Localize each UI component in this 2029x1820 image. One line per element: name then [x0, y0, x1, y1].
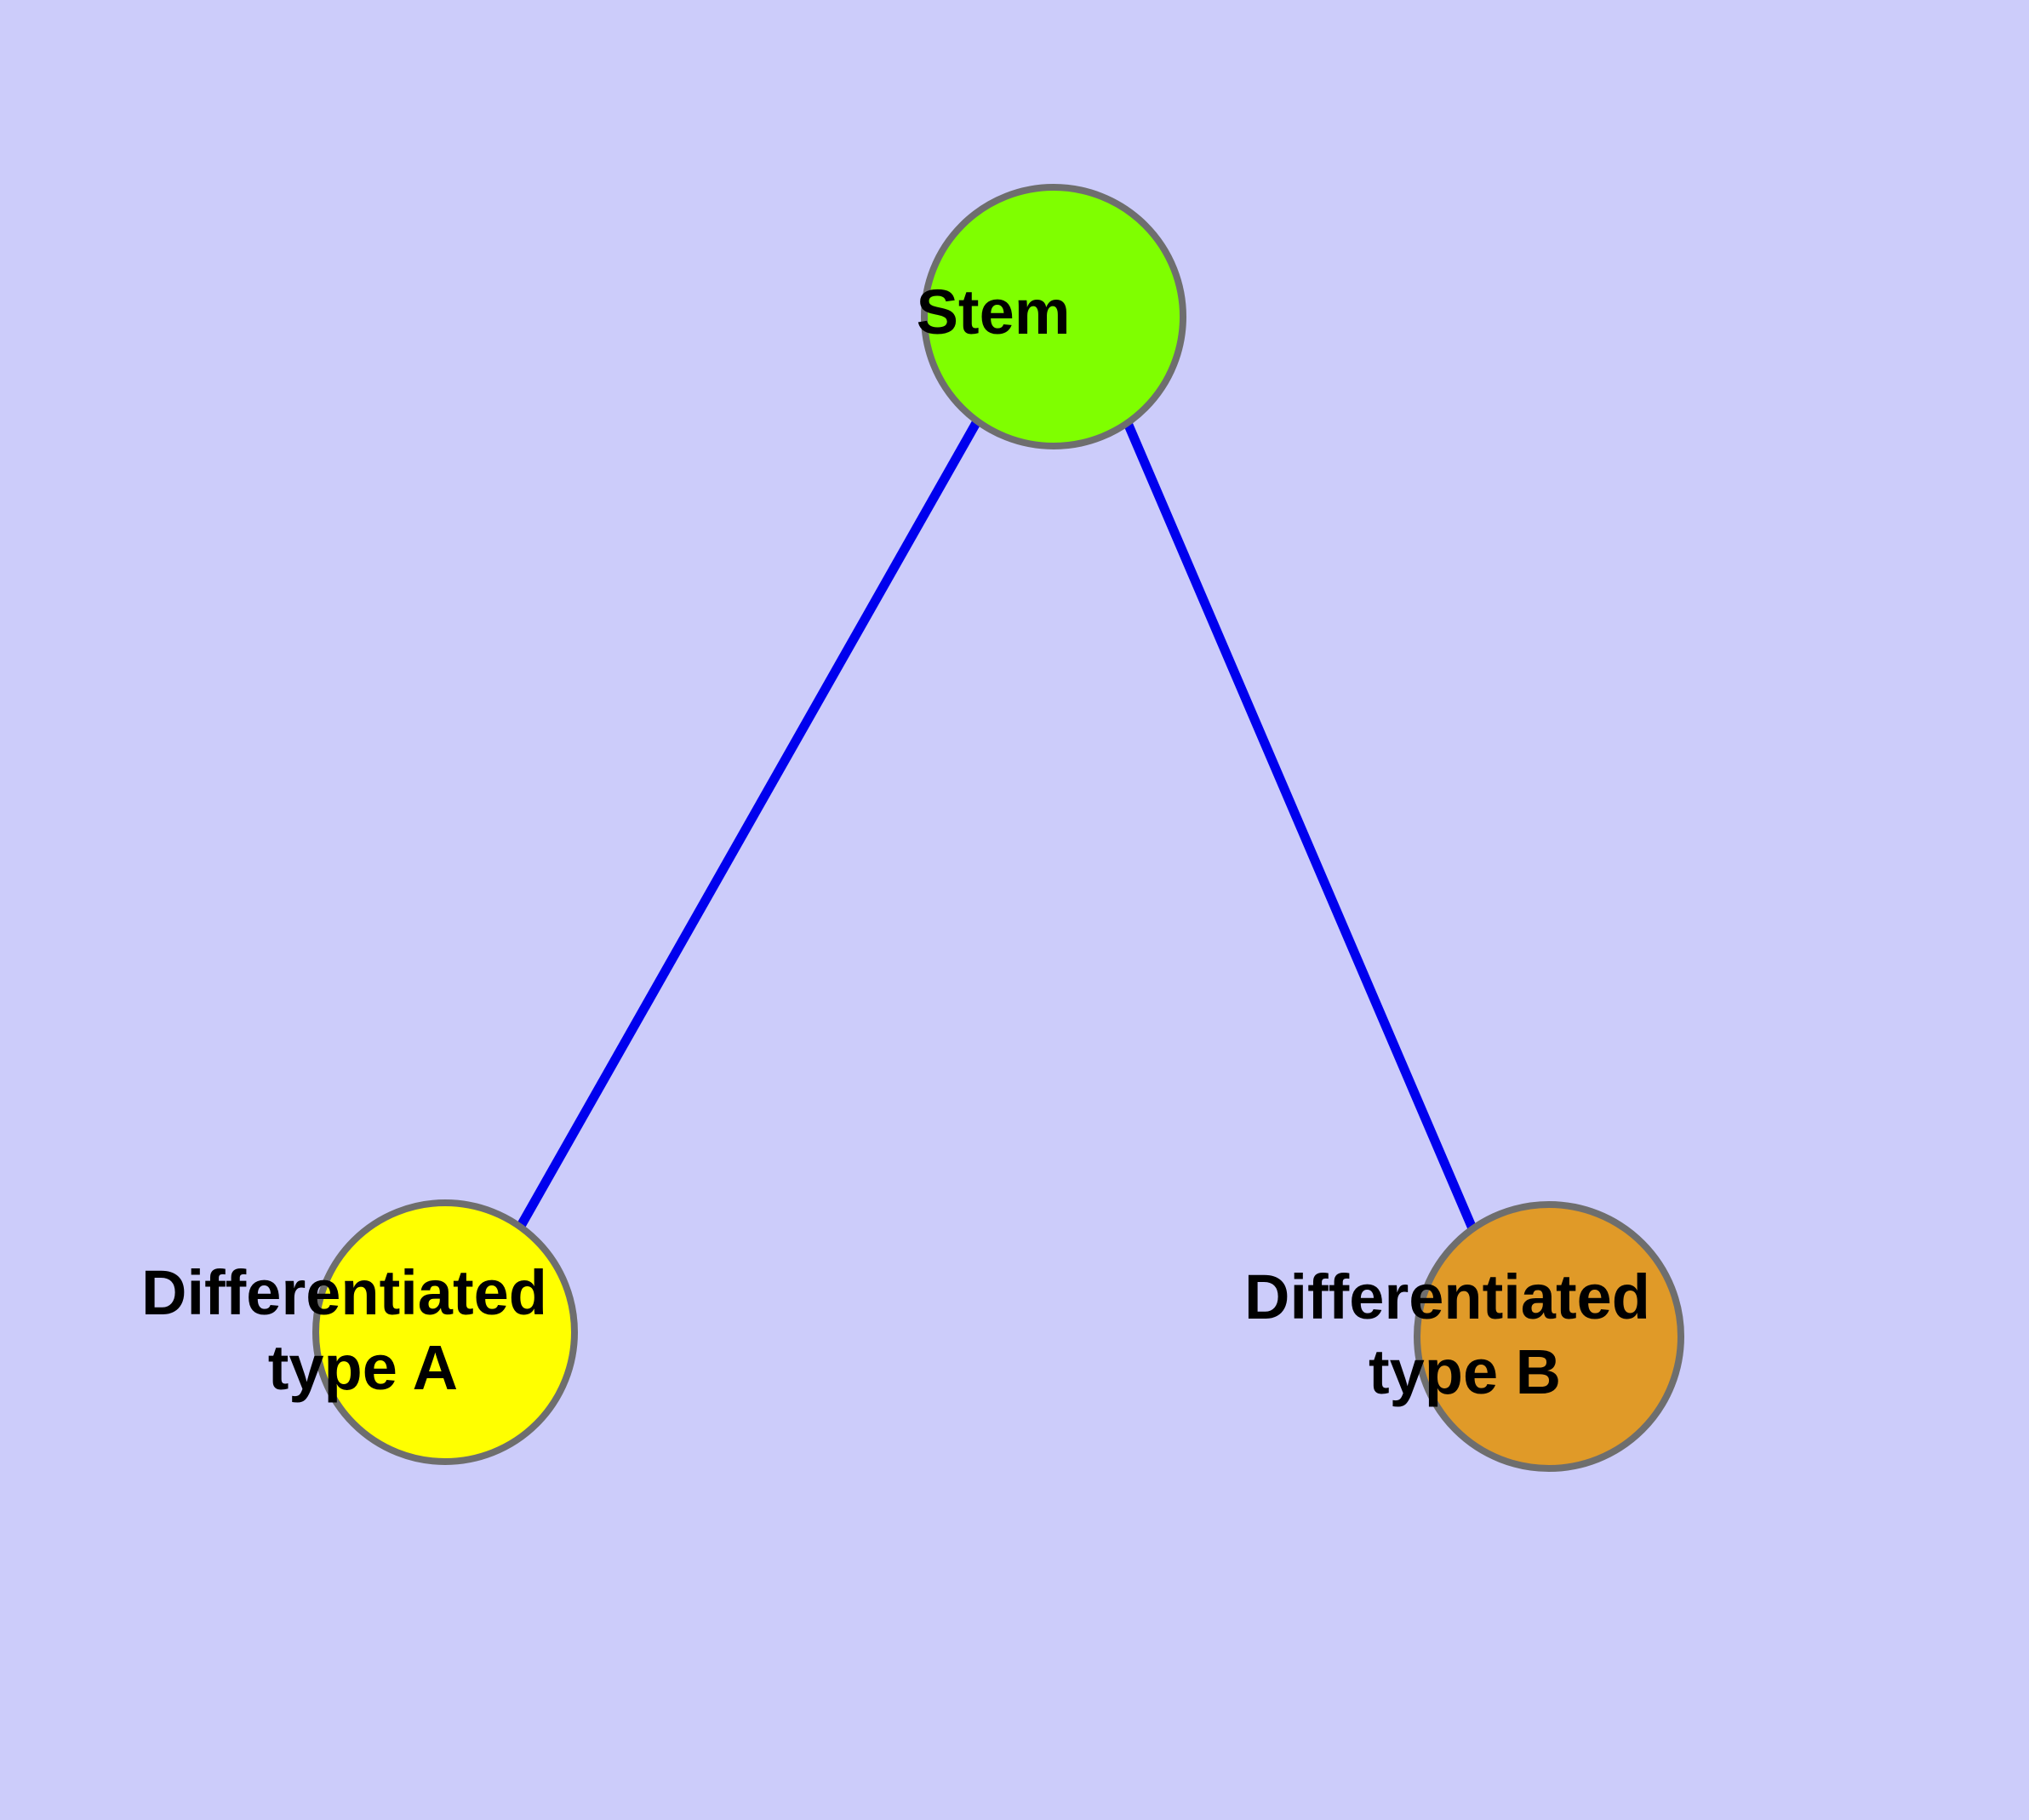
- node-type-b-label: Differentiated type B: [1244, 1262, 1808, 1407]
- node-differentiated-type-b[interactable]: [1414, 1201, 1684, 1472]
- node-stem-label: Stem: [917, 277, 1193, 347]
- node-type-b-label-line-2: type B: [1369, 1336, 1561, 1407]
- node-type-a-label-line-1: Differentiated: [141, 1257, 547, 1328]
- node-type-a-circle[interactable]: [312, 1199, 578, 1465]
- node-stem-label-line-1: Stem: [917, 277, 1071, 347]
- edge-stem-to-type-b[interactable]: [1123, 421, 1477, 1231]
- label-layer: Stem Differentiated type A Differentiate…: [141, 277, 1808, 1407]
- node-type-b-label-line-1: Differentiated: [1244, 1262, 1650, 1332]
- edge-layer: [517, 419, 1477, 1231]
- node-type-a-label: Differentiated type A: [141, 1257, 705, 1403]
- node-stem[interactable]: [921, 184, 1186, 449]
- node-type-b-circle[interactable]: [1414, 1201, 1684, 1472]
- node-stem-circle[interactable]: [921, 184, 1186, 449]
- node-differentiated-type-a[interactable]: [312, 1199, 578, 1465]
- node-type-a-label-line-2: type A: [268, 1332, 457, 1403]
- edge-stem-to-type-a[interactable]: [517, 419, 981, 1228]
- node-layer: [312, 184, 1684, 1472]
